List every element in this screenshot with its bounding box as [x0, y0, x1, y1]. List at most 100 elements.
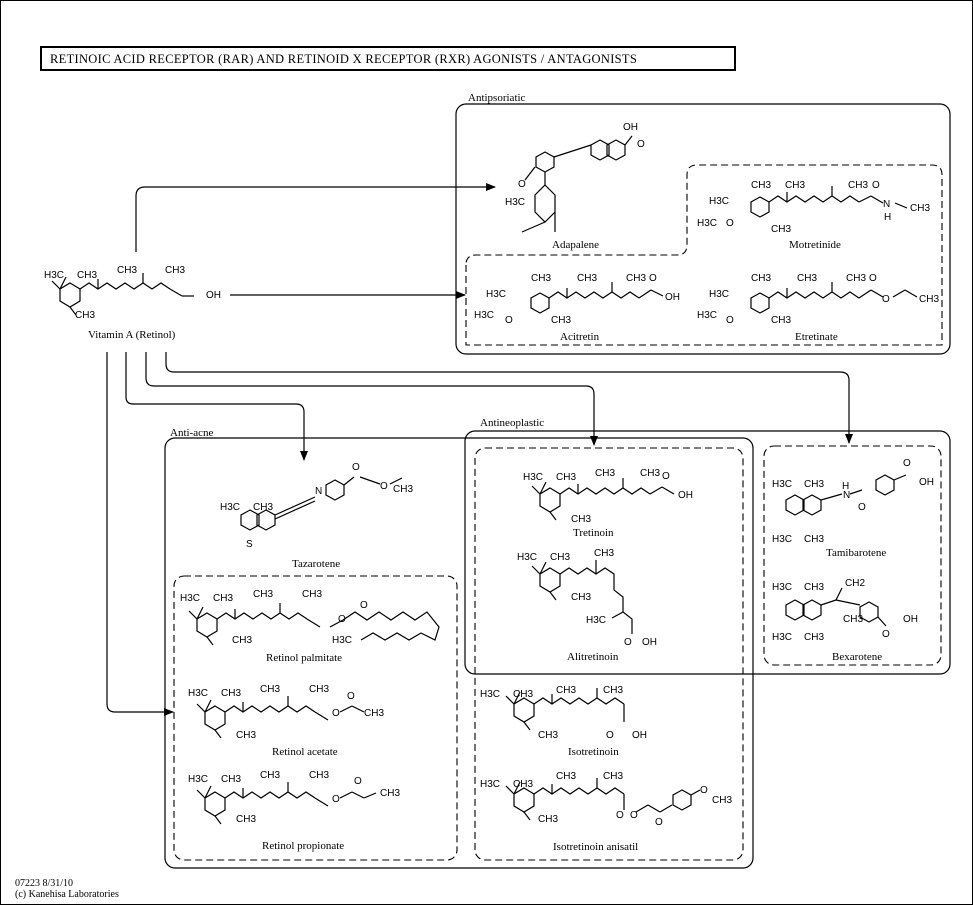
svg-text:CH3: CH3	[236, 814, 256, 825]
tretinoin-label: Tretinoin	[573, 527, 614, 539]
svg-text:O: O	[655, 817, 663, 828]
svg-text:CH3: CH3	[771, 224, 791, 235]
antipsoriatic-group-label: Antipsoriatic	[468, 92, 526, 104]
svg-text:H3C: H3C	[486, 289, 506, 300]
svg-text:CH3: CH3	[260, 770, 280, 781]
svg-text:CH3: CH3	[804, 632, 824, 643]
retinol-structure: H3C CH3 CH3 CH3 CH3 OH	[44, 265, 221, 321]
svg-text:H: H	[842, 481, 849, 492]
svg-text:CH3: CH3	[797, 273, 817, 284]
acitretin-label: Acitretin	[560, 331, 600, 343]
svg-text:O: O	[637, 139, 645, 150]
antipsoriatic-group-box	[455, 103, 951, 355]
svg-text:CH3: CH3	[213, 593, 233, 604]
retinol-propionate-structure: H3C CH3 CH3 CH3 CH3 O O CH3	[188, 770, 400, 825]
bexarotene-structure: H3C CH3 H3C CH3 CH2 CH3 O OH	[772, 578, 918, 643]
svg-text:H3C: H3C	[772, 632, 792, 643]
svg-text:CH3: CH3	[236, 730, 256, 741]
svg-text:OH: OH	[623, 122, 638, 133]
etretinate-family-dashed-box	[465, 164, 943, 346]
svg-text:H3C: H3C	[772, 479, 792, 490]
svg-text:CH3: CH3	[513, 779, 533, 790]
svg-text:N: N	[883, 199, 890, 210]
alitretinoin-structure: H3C CH3 CH3 CH3 H3C O OH	[517, 548, 657, 648]
antineoplastic-group-label: Antineoplastic	[480, 417, 544, 429]
retinol-propionate-label: Retinol propionate	[262, 840, 344, 852]
svg-text:CH3: CH3	[804, 479, 824, 490]
svg-text:CH3: CH3	[253, 502, 273, 513]
svg-text:CH3: CH3	[712, 795, 732, 806]
svg-text:CH3: CH3	[556, 771, 576, 782]
tretinoin-structure: H3C CH3 CH3 CH3 CH3 O OH	[523, 468, 693, 525]
svg-text:H3C: H3C	[480, 689, 500, 700]
svg-text:H3C: H3C	[517, 552, 537, 563]
retinoic-acids-dashed-box	[474, 447, 744, 861]
svg-text:CH3: CH3	[551, 315, 571, 326]
svg-text:CH3: CH3	[577, 273, 597, 284]
motretinide-label: Motretinide	[789, 239, 841, 251]
svg-text:CH3: CH3	[531, 273, 551, 284]
svg-text:O: O	[352, 462, 360, 473]
svg-text:CH3: CH3	[626, 273, 646, 284]
svg-text:CH3: CH3	[309, 770, 329, 781]
svg-text:H3C: H3C	[709, 196, 729, 207]
svg-text:CH3: CH3	[380, 788, 400, 799]
footer-id-date: 07223 8/31/10	[15, 878, 74, 889]
svg-text:CH3: CH3	[571, 514, 591, 525]
svg-text:CH3: CH3	[919, 294, 939, 305]
svg-text:CH3: CH3	[571, 592, 591, 603]
svg-text:CH3: CH3	[165, 265, 185, 276]
diagram-title: RETINOIC ACID RECEPTOR (RAR) AND RETINOI…	[40, 46, 736, 71]
svg-text:O: O	[606, 730, 614, 741]
antineoplastic-group-box	[464, 430, 951, 675]
isotretinoin-anisatil-label: Isotretinoin anisatil	[553, 841, 638, 853]
svg-text:CH3: CH3	[910, 203, 930, 214]
svg-text:CH3: CH3	[309, 684, 329, 695]
svg-text:CH3: CH3	[232, 635, 252, 646]
retinol-esters-dashed-box	[173, 575, 458, 861]
svg-text:O: O	[649, 273, 657, 284]
svg-text:CH3: CH3	[595, 468, 615, 479]
tamibarotene-structure: H3C CH3 H3C CH3 N H O O OH	[772, 458, 934, 545]
svg-text:CH3: CH3	[364, 708, 384, 719]
svg-text:CH3: CH3	[550, 552, 570, 563]
svg-text:O: O	[662, 471, 670, 482]
retinol-acetate-structure: H3C CH3 CH3 CH3 CH3 O O CH3	[188, 684, 384, 741]
svg-text:CH3: CH3	[848, 180, 868, 191]
svg-text:CH3: CH3	[843, 614, 863, 625]
svg-text:O: O	[354, 776, 362, 787]
retinol-acetate-label: Retinol acetate	[272, 746, 338, 758]
isotretinoin-label: Isotretinoin	[568, 746, 619, 758]
svg-text:CH3: CH3	[117, 265, 137, 276]
svg-text:CH3: CH3	[771, 315, 791, 326]
svg-text:H3C: H3C	[772, 534, 792, 545]
arrow-to-adapalene	[135, 183, 496, 252]
retinol-label: Vitamin A (Retinol)	[88, 329, 176, 341]
svg-text:H3C: H3C	[586, 615, 606, 626]
tazarotene-label: Tazarotene	[292, 558, 340, 570]
svg-text:CH3: CH3	[785, 180, 805, 191]
svg-text:O: O	[869, 273, 877, 284]
svg-text:O: O	[624, 637, 632, 648]
svg-text:CH3: CH3	[603, 685, 623, 696]
tazarotene-structure: H3C CH3 S N O O CH3	[220, 462, 413, 550]
svg-text:S: S	[246, 539, 253, 550]
svg-text:CH3: CH3	[253, 589, 273, 600]
anti-acne-group-label: Anti-acne	[170, 427, 213, 439]
svg-text:O: O	[726, 315, 734, 326]
svg-text:N: N	[315, 486, 322, 497]
svg-text:CH3: CH3	[538, 730, 558, 741]
svg-text:O: O	[882, 294, 890, 305]
svg-text:CH3: CH3	[556, 472, 576, 483]
retinol-palmitate-label: Retinol palmitate	[266, 652, 342, 664]
isotretinoin-structure: H3C CH3 CH3 CH3 CH3 O OH	[480, 685, 647, 741]
svg-text:OH: OH	[678, 490, 693, 501]
bexarotene-label: Bexarotene	[832, 651, 882, 663]
svg-text:H3C: H3C	[697, 218, 717, 229]
adapalene-label: Adapalene	[552, 239, 599, 251]
svg-text:CH3: CH3	[556, 685, 576, 696]
svg-text:N: N	[843, 490, 850, 501]
svg-text:CH2: CH2	[845, 578, 865, 589]
svg-text:CH3: CH3	[751, 273, 771, 284]
